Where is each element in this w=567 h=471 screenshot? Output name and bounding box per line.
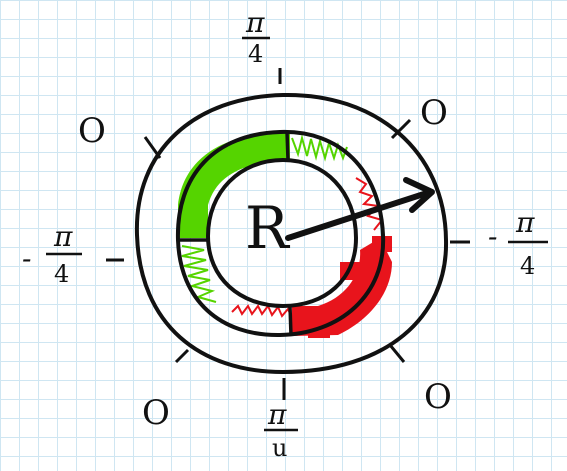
top-label-numerator: π <box>245 6 265 39</box>
bottom-label-denominator: u <box>272 434 287 462</box>
tick-bottom-left <box>174 348 190 364</box>
red-segment-scribble-bottom <box>231 304 293 319</box>
divider-bottom <box>288 305 293 337</box>
right-label-denominator: 4 <box>520 252 535 280</box>
tick-top-right <box>390 118 412 140</box>
outer-circle <box>134 92 449 375</box>
tick-top-left <box>143 136 162 159</box>
left-label-denominator: 4 <box>54 260 69 288</box>
green-segment-scribble-left <box>181 245 217 303</box>
bottom-label-numerator: π <box>267 398 287 431</box>
divider-top <box>285 131 290 161</box>
corner-label-top-left: O <box>78 111 106 151</box>
middle-circle <box>175 129 386 338</box>
corner-label-bottom-left: O <box>142 393 170 433</box>
inner-circle <box>205 157 359 309</box>
red-segment-solid <box>292 238 392 336</box>
red-segment-scribble-right <box>355 177 384 231</box>
tick-bottom-right <box>388 344 406 363</box>
right-label-sign: - <box>488 220 497 253</box>
right-label-numerator: π <box>515 206 535 239</box>
center-label: R <box>245 194 291 262</box>
corner-label-top-right: O <box>420 93 448 133</box>
radius-arrow-shaft <box>285 189 433 241</box>
top-label-denominator: 4 <box>248 40 263 68</box>
left-label-sign: - <box>22 242 31 275</box>
radius-arrowhead <box>403 177 435 213</box>
left-label-numerator: π <box>53 220 73 253</box>
corner-label-bottom-right: O <box>424 377 452 417</box>
